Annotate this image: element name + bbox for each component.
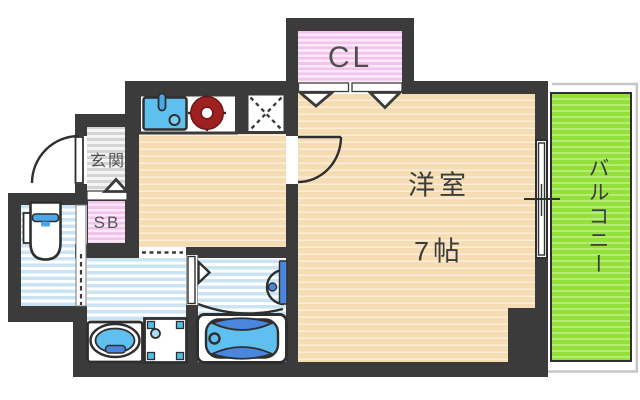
kitchen-counter bbox=[138, 92, 238, 135]
wall bbox=[237, 92, 247, 134]
wall bbox=[125, 81, 286, 94]
wall bbox=[75, 114, 87, 137]
bathtub-icon bbox=[196, 313, 288, 364]
western-room-label: 洋室 7帖 bbox=[362, 137, 470, 302]
sliding-door-icon bbox=[75, 204, 87, 307]
entrance-door-swing-icon bbox=[30, 134, 87, 184]
wall bbox=[8, 193, 87, 205]
closet-floor bbox=[298, 31, 402, 82]
western-room-floor bbox=[298, 94, 535, 362]
bathroom-counter-arc bbox=[197, 302, 284, 315]
wall bbox=[8, 193, 21, 322]
wall bbox=[286, 18, 414, 31]
western-room-name: 洋室 bbox=[408, 170, 471, 201]
folding-door-icon bbox=[186, 255, 212, 305]
wall bbox=[414, 81, 548, 94]
western-room-size: 7帖 bbox=[413, 236, 465, 267]
shoe-box-label: SB bbox=[93, 213, 121, 232]
washing-machine-pan-icon bbox=[143, 317, 188, 364]
closet-label: CL bbox=[327, 41, 373, 74]
corner-column bbox=[508, 308, 548, 377]
refrigerator-space-icon bbox=[245, 92, 287, 134]
toilet-icon bbox=[22, 201, 62, 261]
wall bbox=[535, 258, 548, 320]
wall bbox=[535, 81, 548, 140]
stove-burner-icon bbox=[188, 95, 226, 131]
wall bbox=[75, 244, 139, 258]
wall bbox=[75, 114, 139, 127]
entrance-floor bbox=[87, 126, 127, 192]
wall bbox=[186, 247, 298, 258]
wall bbox=[402, 18, 414, 94]
balcony-label: バルコニー bbox=[586, 157, 609, 277]
balcony-railing bbox=[548, 82, 639, 373]
step-marker-icon bbox=[86, 177, 131, 201]
sliding-door-icon bbox=[139, 247, 186, 258]
wall bbox=[286, 18, 298, 377]
kitchen-sink-icon bbox=[142, 92, 188, 131]
room-door-swing-icon bbox=[286, 135, 343, 184]
shoe-box bbox=[87, 200, 127, 244]
balcony-floor bbox=[550, 92, 632, 362]
shower-panel-icon bbox=[265, 260, 288, 306]
entrance-label: 玄関 bbox=[89, 153, 127, 170]
folding-door-icon bbox=[296, 82, 404, 110]
sliding-window-icon bbox=[524, 139, 560, 259]
wall bbox=[8, 306, 87, 322]
washbasin-icon bbox=[86, 320, 144, 364]
